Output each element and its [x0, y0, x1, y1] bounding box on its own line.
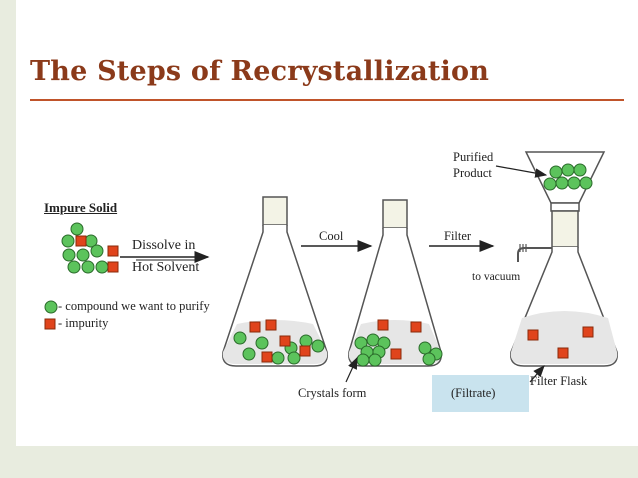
filter-flask-pointer: [529, 365, 545, 383]
impure-solid-label: Impure Solid: [44, 200, 118, 215]
legend-compound-label: - compound we want to purify: [58, 299, 210, 313]
dissolve-label-line2: Hot Solvent: [132, 260, 200, 275]
recrystallization-diagram: [44, 151, 618, 412]
cool-label: Cool: [319, 229, 344, 243]
legend-compound-icon: [44, 300, 58, 314]
flask-1: [222, 196, 328, 367]
slide-title: The Steps of Recrystallization: [30, 56, 490, 87]
filtrate-label: (Filtrate): [451, 386, 496, 400]
crystals-form-label: Crystals form: [298, 386, 367, 400]
title-underline: [30, 99, 624, 101]
legend-impurity-label: - impurity: [58, 316, 109, 330]
flask-2: [348, 199, 443, 367]
slide: The Steps of Recrystallization: [16, 0, 638, 446]
buchner-funnel: [524, 151, 606, 212]
impure-solid-cluster: [61, 222, 119, 274]
to-vacuum-label: to vacuum: [472, 271, 521, 283]
filter-flask-label: Filter Flask: [530, 374, 588, 388]
purified-label-line1: Purified: [453, 150, 494, 164]
legend-impurity-icon: [44, 318, 56, 330]
purified-pointer: [495, 165, 548, 178]
filter-label: Filter: [444, 229, 472, 243]
crystals-pointer: [345, 356, 358, 383]
purified-label-line2: Product: [453, 166, 492, 180]
filtrate-box: [432, 375, 529, 412]
filter-flask: [510, 210, 618, 367]
dissolve-label-line1: Dissolve in: [132, 238, 196, 253]
